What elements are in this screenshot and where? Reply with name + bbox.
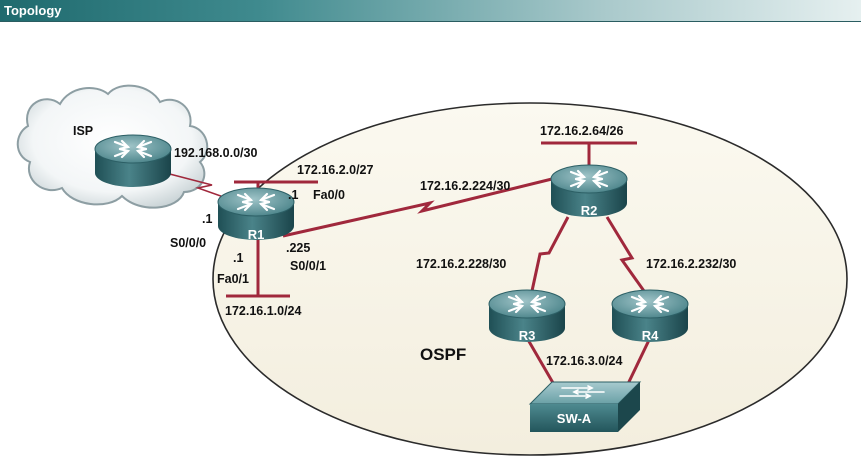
r1-fa01-label: Fa0/1 <box>217 272 249 286</box>
r1-label: R1 <box>248 227 265 242</box>
net-r1-lan0: 172.16.2.0/27 <box>297 163 374 177</box>
r1-s000-host: .1 <box>202 212 212 226</box>
r1-s001-label: S0/0/1 <box>290 259 326 273</box>
net-isp-r1: 192.168.0.0/30 <box>174 146 257 160</box>
r1-fa01-host: .1 <box>233 251 243 265</box>
r1-fa00-host: .1 <box>288 188 298 202</box>
r3-label: R3 <box>519 328 536 343</box>
link-r2-r4 <box>605 216 646 292</box>
net-r1-r2: 172.16.2.224/30 <box>420 179 510 193</box>
link-r3-sw <box>525 337 558 389</box>
ospf-label: OSPF <box>420 345 466 364</box>
switch-sw-a <box>528 381 642 432</box>
r2-label: R2 <box>581 203 598 218</box>
isp-label: ISP <box>73 124 93 138</box>
r1-s000-label: S0/0/0 <box>170 236 206 250</box>
router-isp <box>93 133 173 189</box>
switch-label: SW-A <box>557 411 592 426</box>
r1-s001-host: .225 <box>286 241 310 255</box>
net-r2-r4: 172.16.2.232/30 <box>646 257 736 271</box>
net-r2-lan: 172.16.2.64/26 <box>540 124 623 138</box>
link-r4-sw <box>624 337 652 389</box>
ospf-area <box>212 102 848 456</box>
link-isp-r1 <box>161 171 233 201</box>
net-r2-r3: 172.16.2.228/30 <box>416 257 506 271</box>
net-r1-lan1: 172.16.1.0/24 <box>225 304 302 318</box>
r1-fa00-label: Fa0/0 <box>313 188 345 202</box>
net-r3-r4-lan: 172.16.3.0/24 <box>546 354 623 368</box>
link-r2-r3 <box>530 216 570 292</box>
page-title: Topology <box>4 3 62 18</box>
r4-label: R4 <box>642 328 659 343</box>
link-r1-r2 <box>282 176 557 238</box>
title-bar: Topology <box>0 0 861 22</box>
